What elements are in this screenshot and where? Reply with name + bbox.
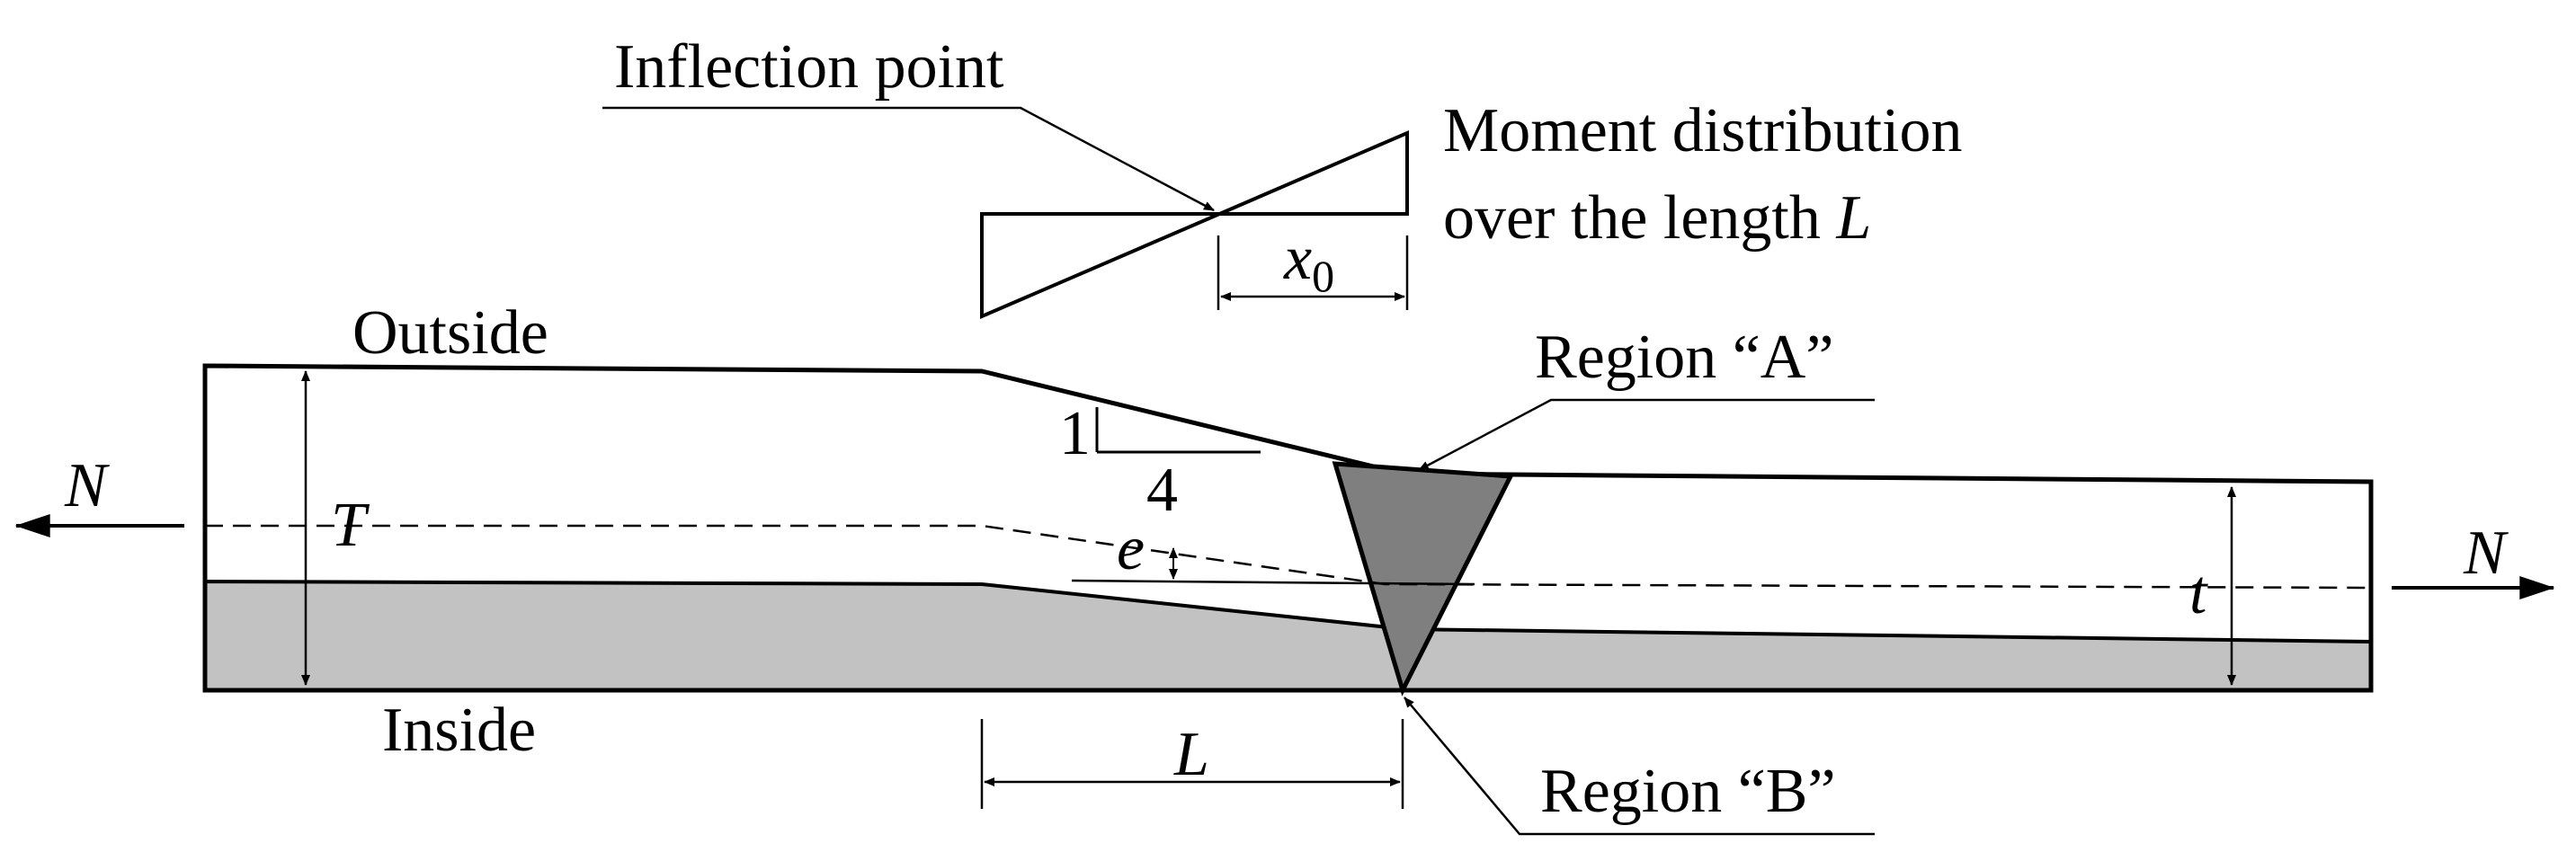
moment-line2-var: L [1835, 183, 1871, 253]
length-L-dimension [980, 719, 1404, 809]
region-b-leader [1404, 697, 1875, 836]
length-label: L [1173, 720, 1209, 789]
slope-indicator [1095, 407, 1261, 454]
moment-distribution-diagram [980, 129, 1409, 320]
x0-var: x [1283, 224, 1312, 293]
moment-line2-prefix: over the length [1443, 183, 1836, 253]
thickness-t-label: t [2189, 558, 2208, 627]
eccentricity-label: e [1117, 514, 1145, 583]
eccentricity-dimension [1071, 547, 1475, 586]
moment-distribution-label-line2: over the length L [1443, 183, 1871, 253]
slope-run-label: 4 [1146, 456, 1178, 525]
moment-distribution-label-line1: Moment distribution [1443, 96, 1963, 165]
inside-layer [203, 579, 2373, 692]
region-b-label: Region “B” [1540, 757, 1836, 826]
x0-subscript: 0 [1312, 251, 1334, 301]
region-a-label: Region “A” [1535, 323, 1833, 392]
force-label-right: N [2463, 519, 2509, 588]
outside-label: Outside [352, 298, 548, 368]
plate-outline [202, 363, 2374, 693]
x0-dimension [1217, 235, 1409, 310]
region-a-leader [1418, 398, 1875, 472]
neutral-axis [205, 524, 2372, 590]
inflection-point-label: Inflection point [614, 32, 1004, 102]
inflection-point-leader [602, 106, 1215, 212]
slope-rise-label: 1 [1059, 399, 1091, 468]
x0-label: x0 [1283, 224, 1334, 301]
thickness-T-label: T [331, 491, 370, 560]
force-label-left: N [64, 451, 110, 520]
inside-label: Inside [382, 696, 536, 765]
